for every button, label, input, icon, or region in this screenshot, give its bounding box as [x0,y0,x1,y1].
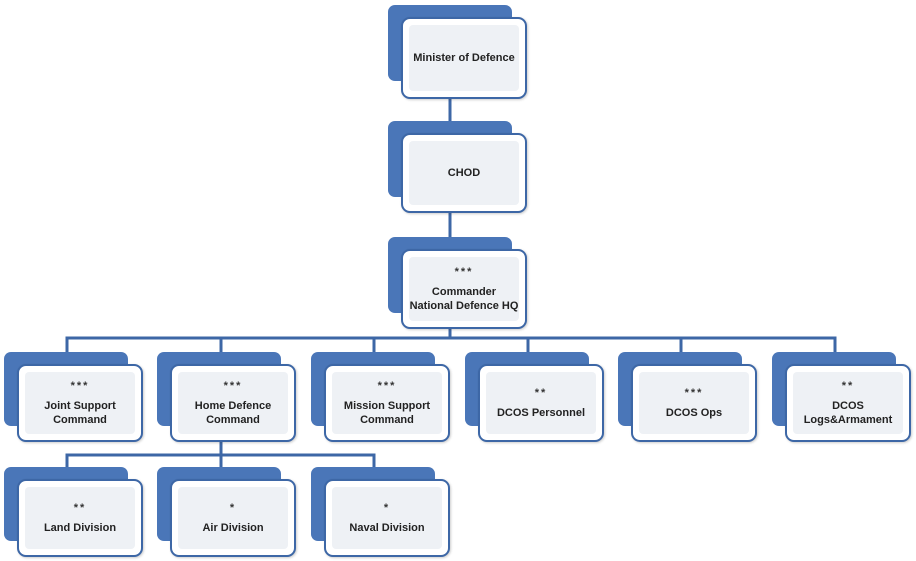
node-label: DCOS Ops [665,407,723,419]
node-label: Joint Support [44,400,116,412]
rank-stars: *** [70,380,90,392]
node-label: Commander [431,286,497,298]
rank-stars: ** [841,380,855,392]
node-label: Naval Division [349,522,425,534]
node-label: Air Division [202,522,264,534]
rank-stars: * [383,502,391,514]
rank-stars: *** [454,266,474,278]
rank-stars: *** [684,387,704,399]
node-label: Logs&Armament [803,414,893,426]
node-label: Command [206,414,260,426]
rank-stars: *** [377,380,397,392]
node-label: Mission Support [343,400,431,412]
node-label: Land Division [43,522,117,534]
rank-stars: ** [534,387,548,399]
node-label: Home Defence [194,400,272,412]
node-label: Command [53,414,107,426]
rank-stars: *** [223,380,243,392]
rank-stars: * [229,502,237,514]
node-label: National Defence HQ [409,300,519,312]
node-label: Minister of Defence [413,52,515,64]
rank-stars: ** [73,502,87,514]
node-label: CHOD [447,167,481,179]
node-label: DCOS [832,400,864,412]
node-label: DCOS Personnel [496,407,586,419]
node-label: Command [360,414,414,426]
